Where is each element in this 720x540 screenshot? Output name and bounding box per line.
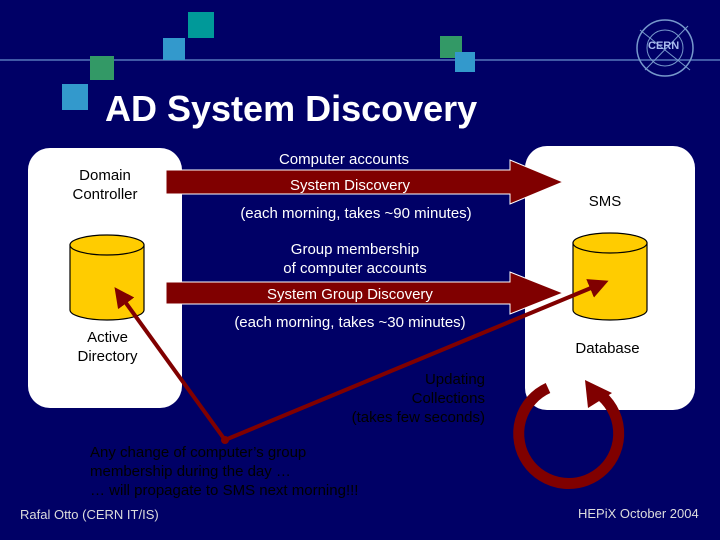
deco-square	[188, 12, 214, 38]
propagation-lines	[114, 279, 609, 444]
cern-logo-text: CERN	[648, 40, 680, 52]
system-discovery-arrow	[165, 159, 565, 205]
group-membership-label: Group membership of computer accounts	[283, 241, 427, 277]
footer-author: Rafal Otto (CERN IT/IS)	[20, 507, 159, 522]
deco-square	[62, 84, 88, 110]
active-directory-label: Active Directory	[77, 329, 138, 365]
group-discovery-timing-label: (each morning, takes ~30 minutes)	[234, 314, 466, 331]
discovery-timing-label: (each morning, takes ~90 minutes)	[240, 205, 472, 222]
update-loop-arrowhead	[585, 380, 612, 408]
active-directory-cylinder	[69, 234, 145, 321]
sms-database-cylinder	[572, 232, 648, 321]
deco-square	[90, 56, 114, 80]
update-loop-arrow	[513, 382, 625, 489]
database-label: Database	[575, 340, 640, 357]
group-discovery-label: System Group Discovery	[267, 286, 433, 303]
updating-collections-label: Updating Collections (takes few seconds)	[351, 371, 485, 426]
deco-square	[455, 52, 475, 72]
computer-accounts-label: Computer accounts	[278, 151, 410, 168]
page-title: AD System Discovery	[105, 88, 478, 129]
propagation-note: Any change of computer’s group membershi…	[90, 444, 359, 499]
system-discovery-label: System Discovery	[289, 177, 411, 194]
deco-square	[163, 38, 185, 60]
domain-controller-label: Domain Controller	[72, 167, 138, 203]
cern-logo	[636, 19, 694, 77]
sms-label: SMS	[588, 193, 622, 210]
footer-event: HEPiX October 2004	[578, 506, 699, 521]
group-discovery-arrow	[165, 271, 565, 315]
